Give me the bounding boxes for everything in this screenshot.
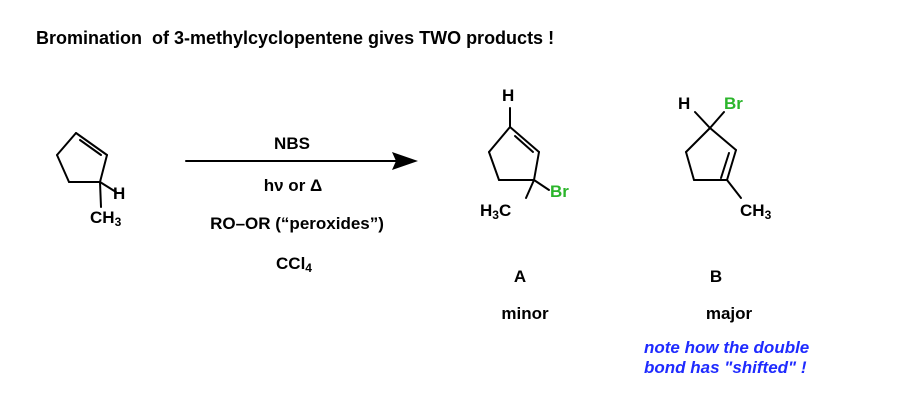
reactant-ring [56,132,117,208]
initiator-label: RO–OR (“peroxides”) [210,214,384,233]
energy-label: hν or Δ [263,176,323,195]
shift-note-line-2: bond has "shifted" ! [644,358,807,377]
product-b-br-label: Br [724,94,743,113]
arrow-head [392,152,418,170]
reactant-ch3-label: CH3 [90,208,122,229]
product-b-descriptor: major [705,304,753,323]
reactant-h-label: H [113,184,126,203]
product-a-descriptor: minor [501,304,549,323]
product-b-ring [685,111,742,199]
shift-note: note how the double bond has "shifted" ! [644,338,809,378]
product-a-h3c-label: H3C [480,201,512,222]
product-b-ch3-label: CH3 [740,201,772,222]
shift-note-line-1: note how the double [644,338,810,357]
solvent-label: CCl4 [276,254,312,275]
product-a-br-label: Br [550,182,569,201]
product-b-letter: B [709,267,723,286]
product-a-ring [488,107,550,199]
product-a-letter: A [513,267,527,286]
product-b-h-label: H [678,94,691,113]
product-a-h-label: H [502,86,515,105]
reagent-label: NBS [274,134,310,153]
page-title: Bromination of 3-methylcyclopentene give… [36,28,555,48]
